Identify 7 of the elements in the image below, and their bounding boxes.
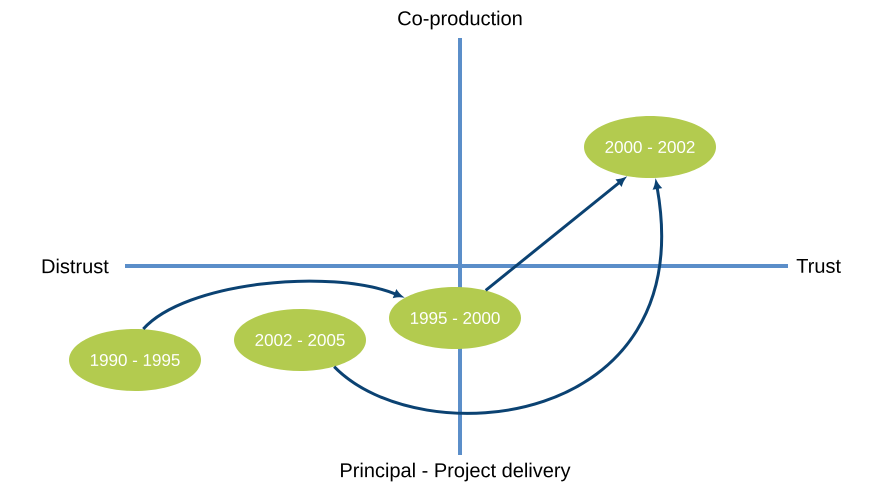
arrow (333, 180, 663, 415)
axis-label: Distrust (42, 258, 109, 274)
arrow (484, 178, 626, 292)
axis-label: Co-production (398, 10, 522, 30)
arrow (142, 280, 402, 330)
axis-label: Principal - Project delivery (341, 462, 570, 482)
axis-label: Trust (796, 259, 841, 273)
